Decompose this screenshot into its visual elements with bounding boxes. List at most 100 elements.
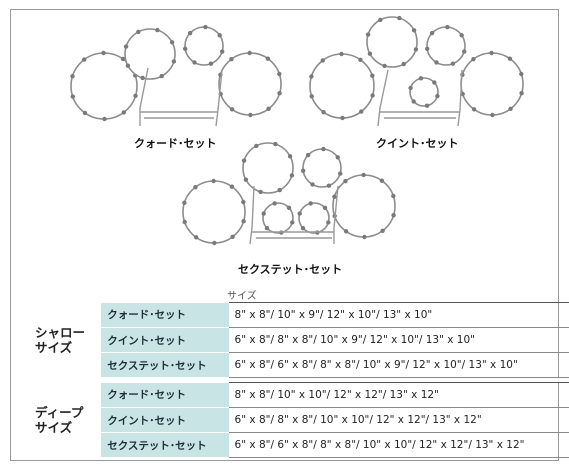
drum-shell	[425, 24, 467, 66]
drum-lug	[82, 110, 88, 116]
drum-shell	[70, 50, 138, 122]
drum-lug	[229, 184, 235, 189]
shallow-size-group: シャロー サイズ	[29, 303, 101, 378]
drum-lug	[434, 60, 439, 65]
drum-lug	[229, 57, 234, 62]
drum-lug	[211, 178, 216, 184]
drum-lug	[370, 73, 375, 78]
drum-lug	[220, 49, 225, 54]
size-cell: 6" x 8"/ 6" x 8"/ 8" x 8"/ 10" x 9"/ 12"…	[228, 352, 569, 378]
drum-lug	[310, 182, 315, 187]
drum-lug	[411, 99, 416, 104]
table-row: クイント･セット 6" x 8"/ 8" x 8"/ 10" x 9"/ 12"…	[29, 327, 569, 353]
drum-lug	[361, 172, 366, 178]
drum-shell	[241, 141, 295, 195]
drum-lug	[326, 183, 332, 188]
drum-lug	[359, 109, 364, 114]
drum-lug	[159, 73, 164, 79]
sextet-set-label: セクステット･セット	[238, 263, 343, 276]
drum-lug	[309, 94, 314, 99]
drum-lug	[193, 185, 198, 190]
drum-lug	[321, 110, 326, 115]
drum-lug	[424, 103, 430, 108]
drum-lug	[490, 112, 495, 118]
drum-lug	[192, 60, 197, 65]
drum-lug	[460, 91, 465, 97]
drum-lug	[169, 40, 175, 45]
quad-set-frame	[139, 67, 223, 127]
table-row: シャロー サイズ クォード･セット 8" x 8"/ 10" x 9"/ 12"…	[29, 302, 569, 355]
drum-lug	[261, 211, 266, 216]
drum-lug	[332, 194, 337, 199]
drum-lug	[378, 17, 383, 23]
drum-lug	[187, 30, 193, 36]
drum-lug	[230, 234, 235, 239]
drum-lug	[277, 91, 282, 96]
drum-lug	[343, 179, 348, 184]
drum-shell	[123, 27, 177, 81]
drum-lug	[243, 177, 249, 182]
drum-lug	[286, 205, 292, 210]
table-row: セクステット･セット 6" x 8"/ 6" x 8"/ 8" x 8"/ 10…	[29, 352, 569, 378]
drum-shell	[218, 50, 282, 118]
drum-lug	[265, 56, 271, 61]
quint-set-frame	[377, 69, 463, 127]
group-label-line1: ディープ	[35, 405, 84, 420]
sextet-set-frame	[249, 185, 339, 245]
drum-lug	[133, 93, 138, 99]
drum-lug	[365, 32, 371, 37]
drum-lug	[326, 220, 331, 225]
drum-lug	[340, 115, 345, 121]
drum-lug	[254, 143, 259, 149]
drum-lug	[445, 24, 450, 30]
drum-lug	[217, 33, 222, 38]
drum-lug	[339, 51, 344, 57]
table-row: ディープ サイズ クォード･セット 8" x 8"/ 10" x 10"/ 12…	[29, 382, 569, 435]
drum-lug	[338, 171, 343, 176]
drum-lug	[266, 106, 271, 112]
drum-lug	[380, 228, 385, 233]
drum-lug	[320, 58, 325, 63]
quint-set-label: クイント･セット	[376, 137, 459, 150]
drum-shell	[332, 172, 396, 240]
set-name-cell: クイント･セット	[101, 327, 229, 353]
drum-lug	[155, 27, 160, 33]
drum-lug	[229, 107, 235, 112]
drum-lug	[273, 141, 278, 147]
table-row: セクステット･セット 6" x 8"/ 6" x 8"/ 8" x 8"/ 10…	[29, 432, 569, 458]
drum-lug	[140, 75, 145, 81]
drum-lug	[370, 93, 375, 98]
drum-shell	[408, 76, 440, 108]
drum-shell	[297, 201, 331, 235]
drum-lug	[507, 56, 513, 61]
drum-lug	[335, 155, 340, 160]
drum-lug	[102, 116, 107, 122]
drum-lug	[321, 146, 326, 152]
drum-lug	[309, 74, 314, 79]
drum-lug	[305, 152, 311, 158]
drum-lug	[212, 240, 217, 246]
drum-lug	[519, 71, 524, 77]
set-name-cell: クォード･セット	[101, 382, 229, 408]
size-table: シャロー サイズ クォード･セット 8" x 8"/ 10" x 9"/ 12"…	[29, 302, 569, 458]
drum-lug	[203, 24, 208, 30]
drum-lug	[247, 50, 252, 56]
drum-lug	[123, 44, 129, 49]
drum-lug	[241, 219, 246, 224]
figure-frame	[10, 9, 559, 461]
drum-lug	[193, 235, 199, 240]
drums-layer	[70, 15, 524, 246]
drum-lug	[459, 33, 464, 38]
drum-lug	[471, 107, 477, 112]
drum-lug	[258, 189, 263, 195]
drum-lug	[362, 234, 367, 240]
drum-shell	[261, 201, 295, 235]
drum-shell	[182, 178, 246, 246]
group-label-line2: サイズ	[35, 420, 73, 435]
drum-lug	[411, 28, 417, 33]
drum-lug	[408, 85, 413, 91]
drum-shell	[365, 15, 419, 69]
drum-lug	[413, 47, 419, 52]
drum-lug	[241, 158, 247, 163]
drum-lug	[70, 94, 76, 99]
